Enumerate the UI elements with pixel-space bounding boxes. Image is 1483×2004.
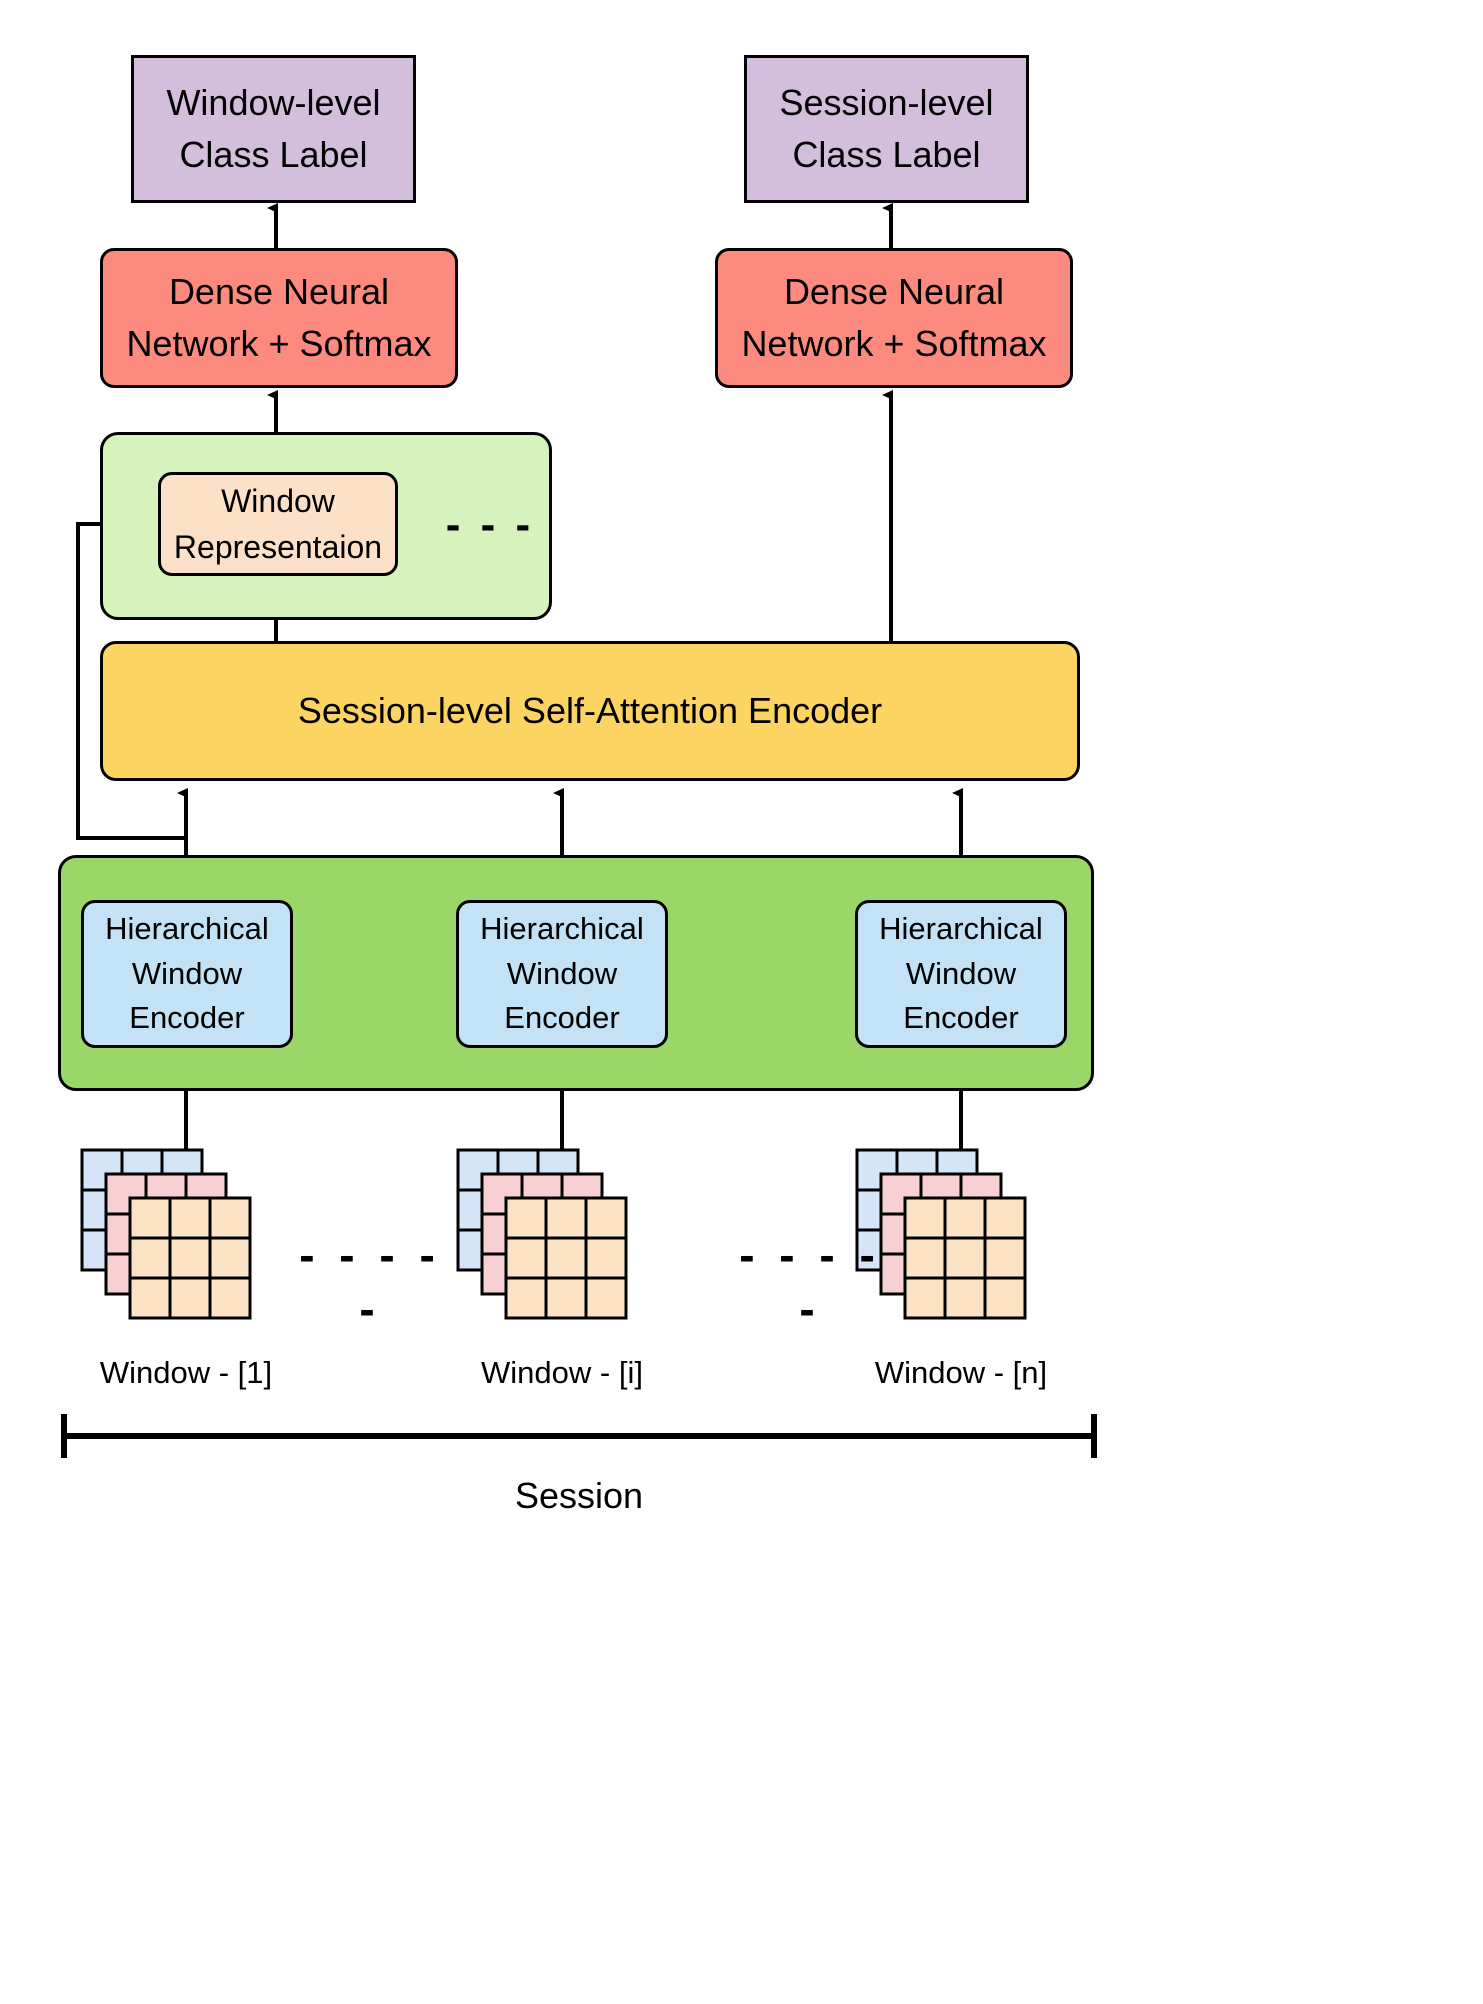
input-matrix-stack-i xyxy=(456,1148,628,1320)
hwe-3-line2: Window xyxy=(905,955,1017,991)
dense-right-line2: Network + Softmax xyxy=(741,323,1047,364)
caption-window-1: Window - [1] xyxy=(99,1355,273,1390)
window-level-class-label-line1: Window-level xyxy=(166,81,381,123)
dense-neural-network-left-box: Dense Neural Network + Softmax xyxy=(100,248,458,388)
hierarchical-window-encoder-1: Hierarchical Window Encoder xyxy=(81,900,293,1048)
matrix-layer-front-n xyxy=(903,1196,1027,1320)
hwe-1-line2: Window xyxy=(131,955,243,991)
session-level-self-attention-encoder-box: Session-level Self-Attention Encoder xyxy=(100,641,1080,781)
matrix-ellipsis-right: - - - - - xyxy=(739,1229,881,1335)
matrix-layer-front-i xyxy=(504,1196,628,1320)
caption-window-n: Window - [n] xyxy=(874,1355,1048,1390)
hwe-2-line2: Window xyxy=(506,955,618,991)
dense-neural-network-right-box: Dense Neural Network + Softmax xyxy=(715,248,1073,388)
hwe-2-line1: Hierarchical xyxy=(480,910,644,946)
dense-left-line2: Network + Softmax xyxy=(126,323,432,364)
hwe-1-line3: Encoder xyxy=(129,1000,245,1036)
hwe-2-line3: Encoder xyxy=(504,1000,620,1036)
input-matrix-stack-n xyxy=(855,1148,1027,1320)
dense-right-line1: Dense Neural xyxy=(783,270,1005,312)
matrix-layer-front-1 xyxy=(128,1196,252,1320)
window-representation-ellipsis: - - - xyxy=(445,500,535,549)
window-level-class-label-box: Window-level Class Label xyxy=(131,55,416,203)
hwe-3-line3: Encoder xyxy=(903,1000,1019,1036)
window-representation-box: Window Representaion xyxy=(158,472,398,576)
hwe-1-line1: Hierarchical xyxy=(105,910,269,946)
window-representation-line1: Window xyxy=(221,482,335,519)
matrix-ellipsis-left: - - - - - xyxy=(299,1229,441,1335)
session-level-self-attention-encoder-label: Session-level Self-Attention Encoder xyxy=(297,689,883,731)
hierarchical-window-encoder-3: Hierarchical Window Encoder xyxy=(855,900,1067,1048)
window-representation-line2: Representaion xyxy=(173,529,383,565)
session-level-class-label-box: Session-level Class Label xyxy=(744,55,1029,203)
input-matrix-stack-1 xyxy=(80,1148,252,1320)
session-level-class-label-line1: Session-level xyxy=(779,81,994,123)
caption-session: Session xyxy=(514,1475,644,1516)
caption-window-i: Window - [i] xyxy=(481,1355,643,1390)
hwe-3-line1: Hierarchical xyxy=(879,910,1043,946)
session-level-class-label-line2: Class Label xyxy=(792,134,981,175)
dense-left-line1: Dense Neural xyxy=(168,270,390,312)
hierarchical-window-encoder-2: Hierarchical Window Encoder xyxy=(456,900,668,1048)
window-level-class-label-line2: Class Label xyxy=(179,134,368,175)
